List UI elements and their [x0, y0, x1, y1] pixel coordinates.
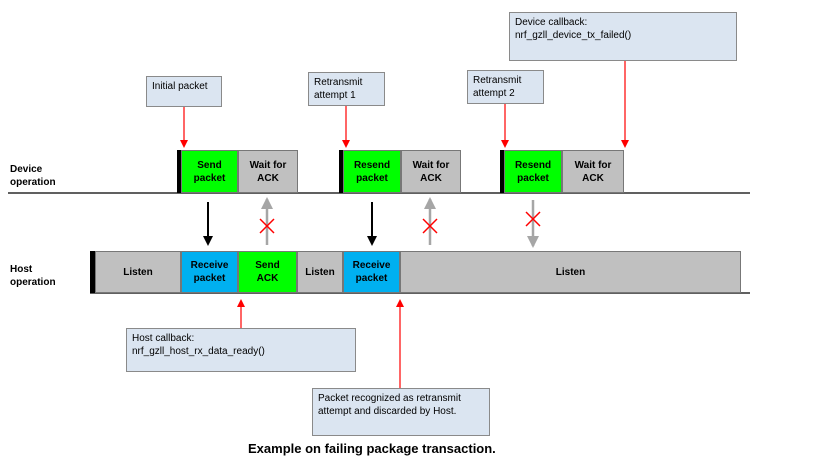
- initial-packet-callout: Initial packet: [146, 76, 222, 107]
- packet-recognized-callout: Packet recognized as retransmit attempt …: [312, 388, 490, 436]
- host-block-marker: [90, 251, 95, 293]
- device-operation-label: Device operation: [10, 164, 56, 188]
- fail-x-mark-3: [525, 211, 541, 227]
- retransmit-1-callout: Retransmit attempt 1: [308, 72, 385, 106]
- device-block-marker-3: [500, 150, 504, 193]
- host-operation-label: Host operation: [10, 264, 56, 288]
- send-packet-block: Send packet: [181, 150, 238, 193]
- send-ack-block: Send ACK: [238, 251, 297, 293]
- retransmit-2-callout: Retransmit attempt 2: [467, 70, 544, 104]
- wait-for-ack-block-3: Wait for ACK: [562, 150, 624, 193]
- device-callback-callout: Device callback: nrf_gzll_device_tx_fail…: [509, 12, 737, 61]
- wait-for-ack-block-1: Wait for ACK: [238, 150, 298, 193]
- device-block-marker-2: [339, 150, 343, 193]
- receive-packet-block-2: Receive packet: [343, 251, 400, 293]
- receive-packet-block-1: Receive packet: [181, 251, 238, 293]
- wait-for-ack-block-2: Wait for ACK: [401, 150, 461, 193]
- fail-x-mark-1: [259, 218, 275, 234]
- fail-x-mark-2: [422, 218, 438, 234]
- figure-caption: Example on failing package transaction.: [248, 441, 496, 456]
- device-block-marker-1: [177, 150, 181, 193]
- resend-packet-block-1: Resend packet: [343, 150, 401, 193]
- listen-block-2: Listen: [297, 251, 343, 293]
- resend-packet-block-2: Resend packet: [504, 150, 562, 193]
- listen-block-3: Listen: [400, 251, 741, 293]
- host-callback-callout: Host callback: nrf_gzll_host_rx_data_rea…: [126, 328, 356, 372]
- listen-block-1: Listen: [95, 251, 181, 293]
